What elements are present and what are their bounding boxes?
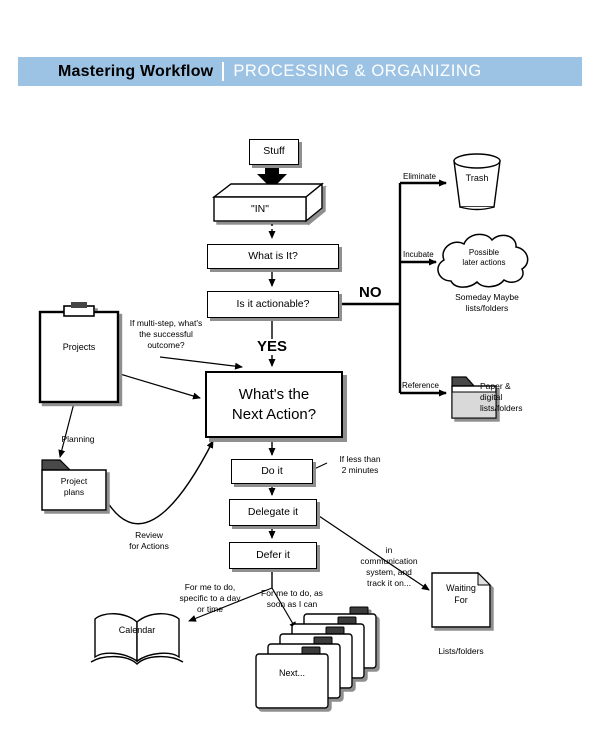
trash-icon	[453, 153, 501, 211]
next-action-box: What's the Next Action?	[205, 371, 343, 438]
stuff-box: Stuff	[249, 139, 299, 165]
flow-connectors	[58, 179, 447, 630]
cloud-icon	[437, 233, 529, 288]
for-me-soon-label: For me to do, as soon as I can	[261, 588, 323, 610]
paper-digital-label: Paper & digital lists/folders	[480, 381, 523, 414]
what-is-it-box: What is It?	[207, 244, 339, 269]
planning-label: Planning	[61, 434, 95, 444]
for-me-day-label: For me to do, specific to a day or time	[179, 582, 241, 615]
header-bar: Mastering Workflow PROCESSING & ORGANIZI…	[18, 57, 582, 86]
reference-folder-icon	[451, 376, 497, 419]
someday-maybe-label: Someday Maybe lists/folders	[455, 292, 519, 314]
projects-label: Projects	[62, 342, 96, 352]
in-tray-icon	[211, 182, 324, 223]
projects-clipboard-icon	[38, 302, 120, 404]
calendar-label: Calendar	[118, 625, 156, 635]
calendar-icon	[90, 613, 184, 665]
actionable-box: Is it actionable?	[207, 291, 339, 318]
reference-label: Reference	[402, 381, 439, 390]
header-title-right: PROCESSING & ORGANIZING	[233, 62, 482, 80]
waiting-for-doc-icon	[431, 571, 492, 628]
next-actions-stack-icon	[255, 606, 377, 709]
waiting-for-label: Waiting For	[446, 583, 476, 605]
no-label: NO	[357, 284, 384, 301]
eliminate-label: Eliminate	[403, 172, 436, 181]
yes-label: YES	[255, 338, 290, 355]
project-plans-label: Project plans	[60, 476, 88, 498]
next-stack-label: Next...	[278, 668, 305, 678]
header-title-left: Mastering Workflow	[58, 62, 214, 80]
in-tray-label: "IN"	[251, 203, 269, 215]
review-for-actions-label: Review for Actions	[129, 530, 169, 552]
project-plans-folder-icon	[41, 459, 107, 511]
if-less-than-label: If less than 2 minutes	[339, 454, 381, 476]
delegate-it-box: Delegate it	[229, 499, 317, 526]
trash-label: Trash	[465, 173, 489, 183]
stuff-to-in-arrow	[257, 166, 287, 189]
possible-later-label: Possible later actions	[462, 248, 506, 268]
incubate-label: Incubate	[403, 250, 434, 259]
comm-system-label: in communication system, and track it on…	[360, 545, 418, 589]
do-it-box: Do it	[231, 459, 313, 484]
defer-it-box: Defer it	[229, 542, 317, 569]
lists-folders-label: Lists/folders	[438, 646, 484, 656]
multi-step-note: If multi-step, what's the successful out…	[129, 318, 203, 351]
header-divider	[222, 62, 225, 81]
